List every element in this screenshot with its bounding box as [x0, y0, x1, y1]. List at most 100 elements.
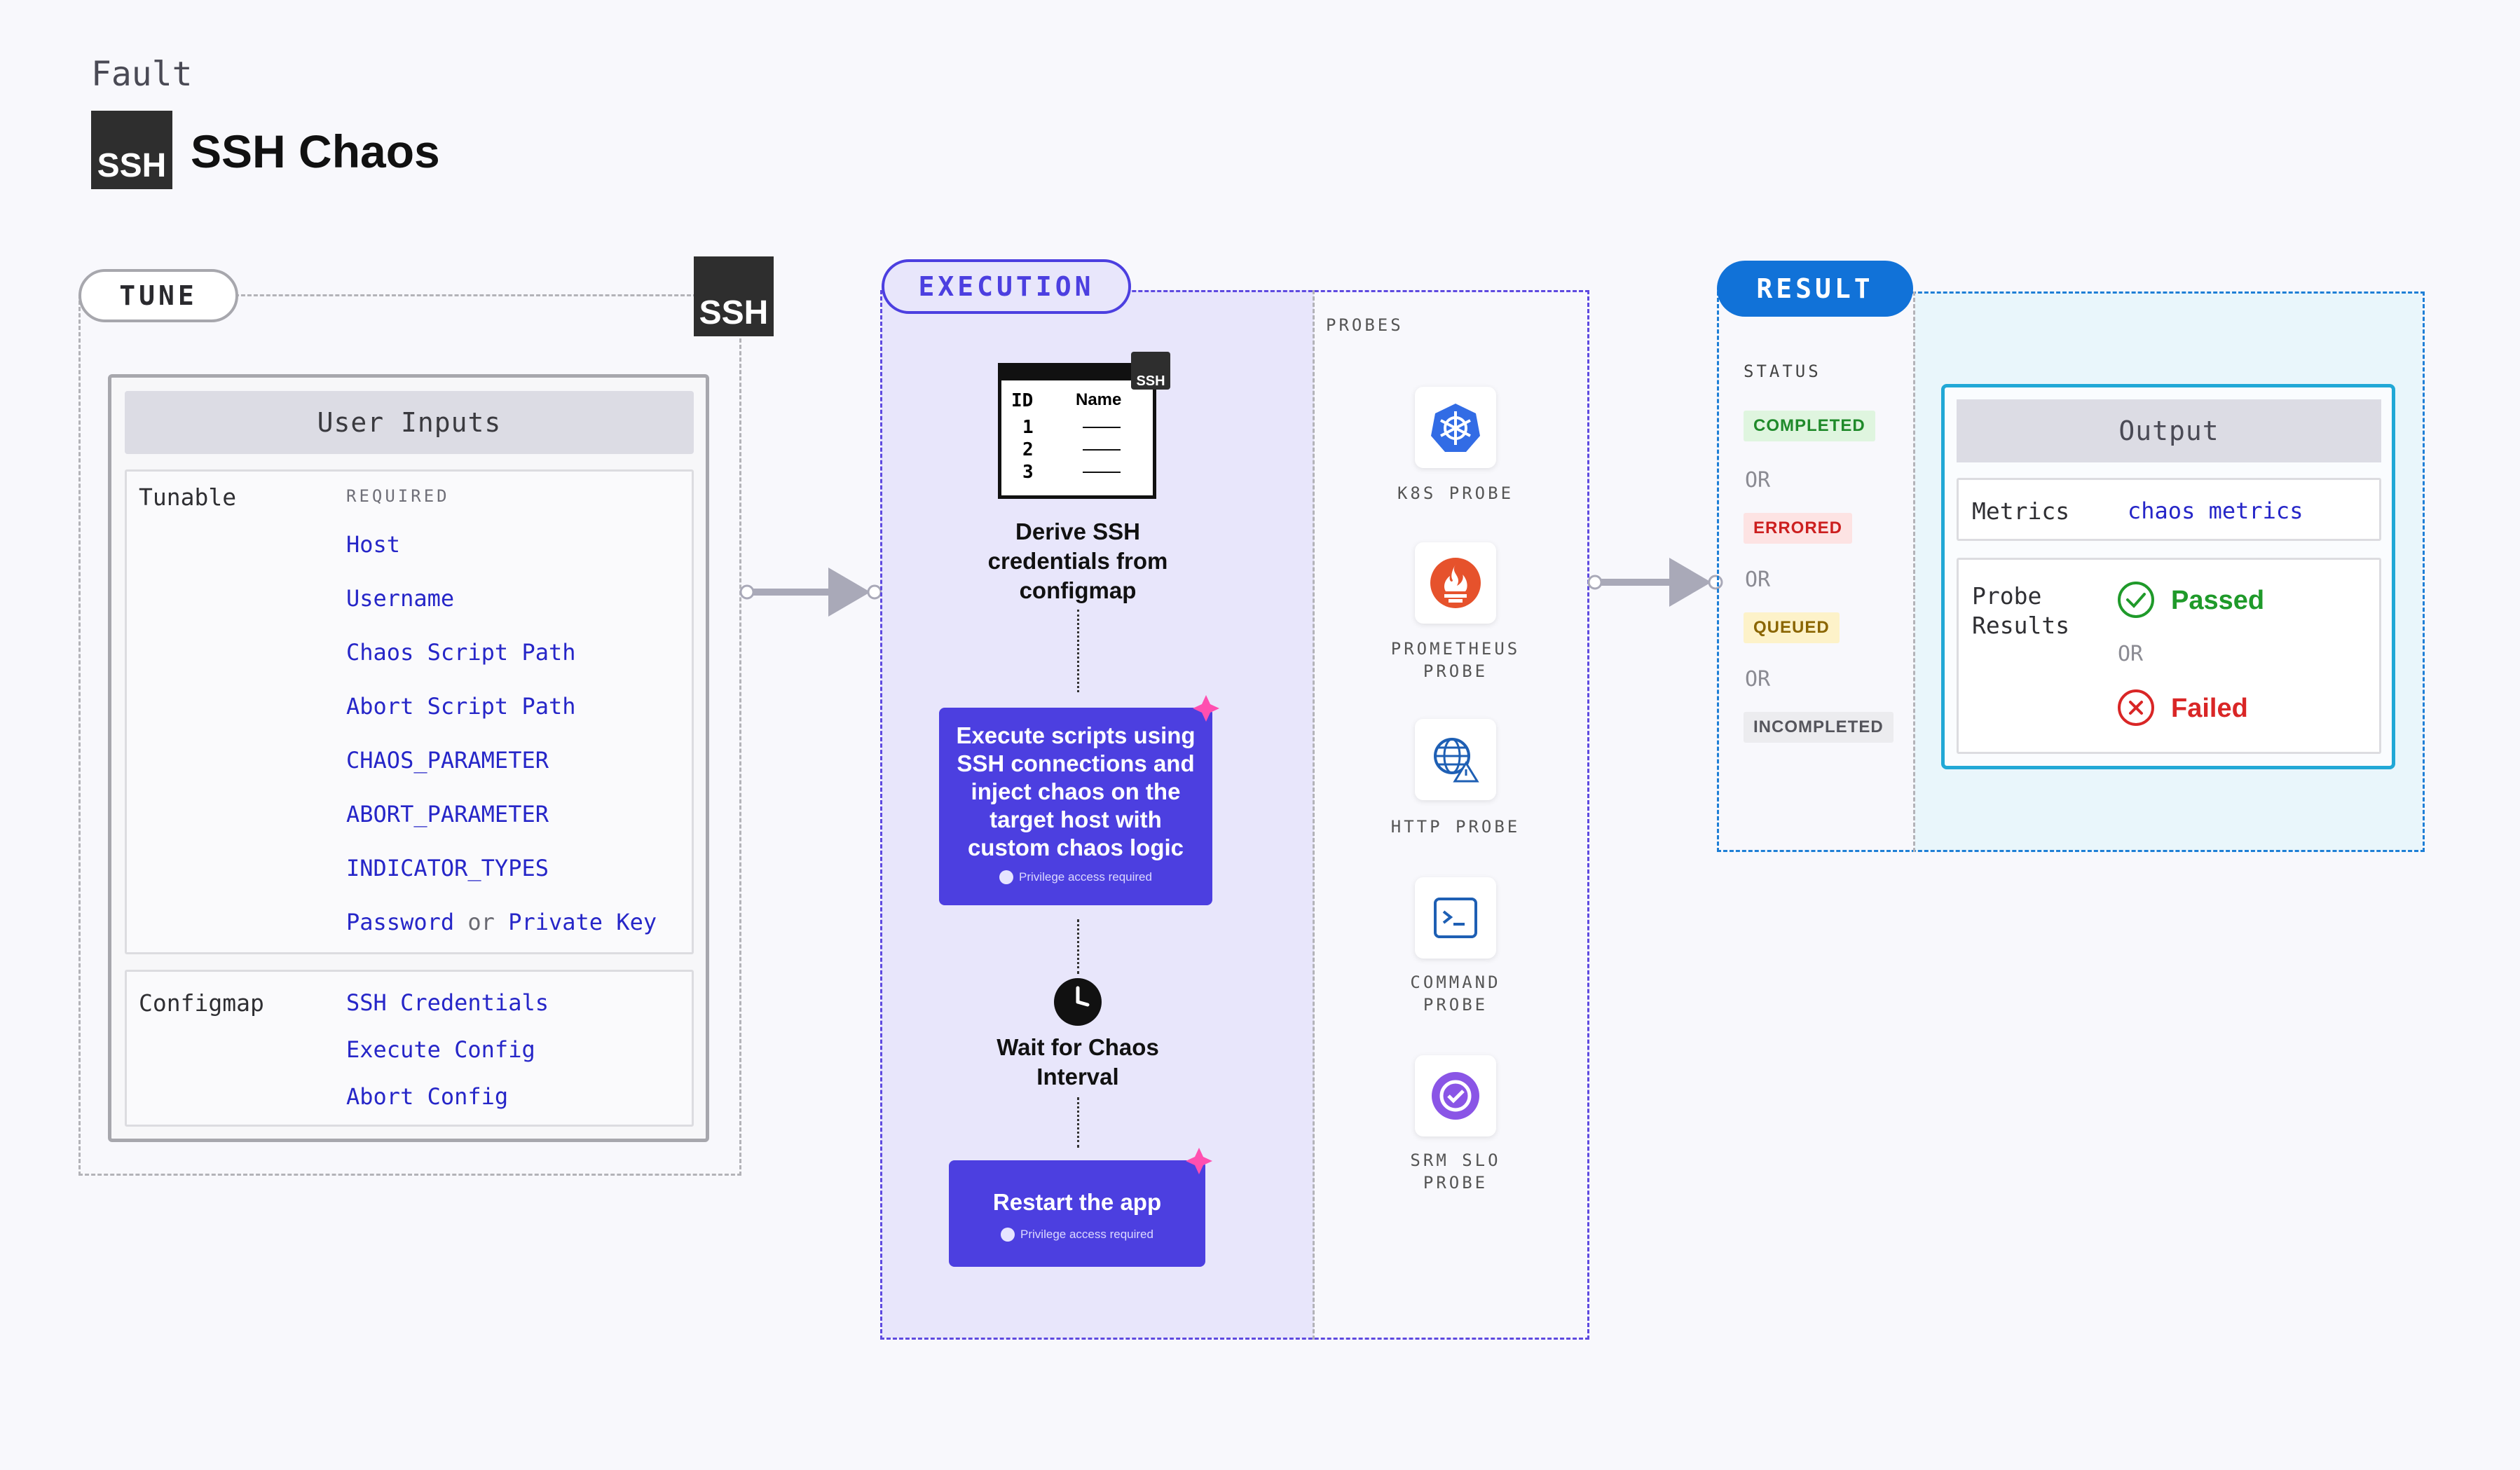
prometheus-probe-label-line1: PROMETHEUS	[1390, 639, 1521, 659]
table-icon-line-3	[1083, 472, 1121, 473]
probe-passed-text: Passed	[2171, 586, 2265, 615]
metrics-row	[1957, 478, 2381, 541]
page-title: SSH Chaos	[191, 125, 440, 177]
status-incompleted-badge: INCOMPLETED	[1744, 712, 1894, 743]
step-restart-app: Restart the app	[992, 1189, 1162, 1215]
user-inputs-header: User Inputs	[125, 391, 694, 454]
chaos-spark-icon	[1193, 695, 1219, 722]
tune-ssh-logo-text: SSH	[699, 294, 769, 331]
probe-results-label: Probe Results	[1972, 582, 2069, 640]
execution-pill: EXECUTION	[882, 259, 1131, 314]
probe-results-label-line2: Results	[1972, 612, 2070, 639]
execution-probes-divider	[1313, 290, 1315, 1340]
check-circle-icon	[2118, 582, 2154, 618]
status-queued-badge: QUEUED	[1744, 612, 1840, 643]
probes-title: PROBES	[1326, 315, 1404, 335]
table-icon-ssh-badge-text: SSH	[1136, 373, 1165, 389]
connector-3	[1077, 1097, 1079, 1148]
param-host: Host	[346, 531, 401, 558]
probe-failed-text: Failed	[2171, 694, 2248, 723]
table-icon-header-bar	[1001, 366, 1153, 380]
step-restart-privilege-text: Privilege access required	[1020, 1228, 1153, 1241]
param-chaos-script-path: Chaos Script Path	[346, 639, 576, 666]
tune-ssh-logo: SSH	[694, 256, 774, 336]
configmap-label: Configmap	[139, 989, 264, 1017]
lock-icon-2	[1001, 1228, 1015, 1242]
configmap-abort-config: Abort Config	[346, 1083, 509, 1110]
param-abort-script-path: Abort Script Path	[346, 693, 576, 720]
prometheus-probe-label: PROMETHEUS PROBE	[1364, 638, 1547, 682]
x-circle-icon	[2118, 689, 2154, 726]
clock-icon	[1054, 978, 1102, 1026]
prometheus-probe-label-line2: PROBE	[1423, 661, 1488, 681]
prometheus-icon	[1430, 558, 1481, 608]
srm-slo-probe-label: SRM SLO PROBE	[1364, 1149, 1547, 1194]
globe-icon	[1434, 738, 1479, 783]
tune-pill: TUNE	[78, 269, 238, 322]
probe-results-label-line1: Probe	[1972, 582, 2042, 610]
lock-icon	[999, 870, 1014, 884]
execution-frame	[880, 290, 1589, 1340]
param-username: Username	[346, 585, 455, 612]
param-or: or	[467, 909, 495, 935]
result-pill-label: RESULT	[1756, 273, 1874, 304]
metrics-value: chaos metrics	[2128, 497, 2303, 524]
required-label: REQUIRED	[346, 486, 450, 506]
param-private-key: Private Key	[508, 909, 657, 935]
step-wait-chaos-interval: Wait for Chaos Interval	[997, 1034, 1159, 1090]
chaos-spark-icon-2	[1186, 1148, 1212, 1174]
result-frame	[1717, 291, 2425, 852]
step-restart-app-card: Restart the app Privilege access require…	[949, 1160, 1205, 1267]
table-icon-row-2: 2	[1022, 439, 1034, 460]
prometheus-probe-tile	[1415, 542, 1496, 624]
status-or-3: OR	[1745, 667, 1771, 692]
command-probe-label-line2: PROBE	[1423, 995, 1488, 1015]
status-errored-badge: ERRORED	[1744, 513, 1853, 544]
param-chaos-parameter: CHAOS_PARAMETER	[346, 747, 549, 774]
output-title: Output	[2118, 415, 2219, 446]
arrow-tune-to-execution	[739, 568, 882, 617]
srm-slo-probe-label-line1: SRM SLO	[1410, 1150, 1501, 1170]
param-indicator-types: INDICATOR_TYPES	[346, 855, 549, 881]
probe-results-or: OR	[2118, 642, 2144, 666]
srm-slo-probe-tile	[1415, 1055, 1496, 1136]
command-probe-label: COMMAND PROBE	[1364, 971, 1547, 1016]
configmap-ssh-credentials: SSH Credentials	[346, 989, 549, 1016]
http-probe-tile	[1415, 719, 1496, 800]
command-probe-tile	[1415, 877, 1496, 959]
kubernetes-icon	[1431, 404, 1480, 452]
connector-2	[1077, 919, 1079, 974]
srm-slo-icon	[1432, 1072, 1479, 1120]
tune-frame-top-line	[235, 294, 697, 296]
srm-slo-probe-label-line2: PROBE	[1423, 1173, 1488, 1193]
arrow-execution-to-result	[1587, 558, 1723, 607]
table-icon-line-2	[1083, 449, 1121, 451]
status-title: STATUS	[1744, 362, 1821, 381]
table-icon-line-1	[1083, 427, 1121, 428]
ssh-logo: SSH	[91, 111, 172, 189]
configmap-execute-config: Execute Config	[346, 1036, 535, 1063]
step-execute-scripts-card: Execute scripts using SSH connections an…	[939, 708, 1212, 905]
step-restart-privilege: Privilege access required	[960, 1228, 1194, 1242]
metrics-label: Metrics	[1972, 497, 2070, 525]
http-probe-label-line1: HTTP PROBE	[1390, 817, 1521, 837]
table-icon-row-3: 3	[1022, 462, 1034, 483]
http-probe-label: HTTP PROBE	[1364, 816, 1547, 838]
result-status-divider	[1913, 291, 1915, 852]
table-icon-ssh-badge: SSH	[1131, 352, 1170, 390]
probe-results-row	[1957, 558, 2381, 754]
k8s-probe-tile	[1415, 387, 1496, 468]
status-completed-badge: COMPLETED	[1744, 411, 1875, 441]
table-icon-col-id: ID	[1011, 390, 1034, 411]
user-inputs-title: User Inputs	[317, 407, 502, 438]
step-execute-privilege-text: Privilege access required	[1019, 870, 1152, 884]
step-execute-privilege: Privilege access required	[954, 870, 1197, 884]
fault-category-label: Fault	[91, 55, 193, 94]
tune-pill-label: TUNE	[119, 280, 198, 311]
configmap-box	[125, 970, 694, 1127]
tunable-box	[125, 469, 694, 954]
execution-pill-label: EXECUTION	[918, 271, 1095, 302]
connector-1	[1077, 610, 1079, 692]
table-icon-col-name: Name	[1076, 390, 1122, 409]
k8s-probe-label-line1: K8S PROBE	[1397, 483, 1514, 503]
